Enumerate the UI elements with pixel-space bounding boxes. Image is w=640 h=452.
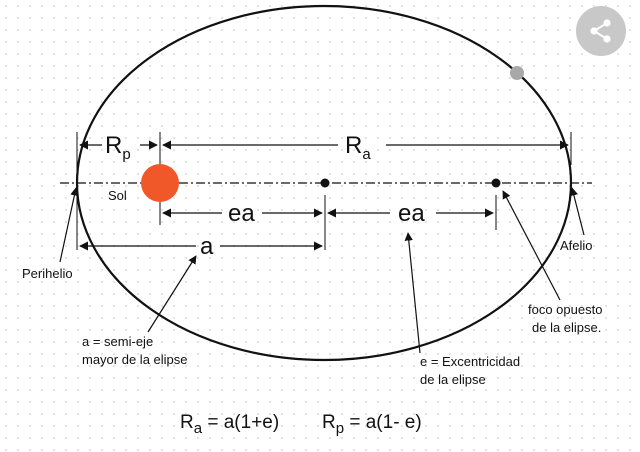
semi-eje-leader: [147, 255, 197, 333]
foco-leader: [502, 190, 561, 301]
semi-eje-label-line2: mayor de la elipse: [82, 352, 188, 367]
sol-label: Sol: [108, 188, 127, 203]
sun-marker: [141, 164, 179, 202]
share-button[interactable]: [576, 6, 626, 56]
ra-label: Ra: [345, 132, 371, 163]
center-point: [320, 178, 330, 188]
excentricidad-label-line2: de la elipse: [420, 372, 486, 387]
rp-label: Rp: [105, 132, 131, 163]
excentricidad-label-line1: e = Excentricidad: [420, 354, 520, 369]
foco-label-line2: de la elipse.: [532, 320, 601, 335]
perihelio-label: Perihelio: [22, 266, 73, 281]
share-icon: [590, 19, 611, 43]
afelio-leader: [569, 187, 585, 236]
formula-ra: Ra = a(1+e): [180, 412, 279, 437]
formula-rp: Rp = a(1- e): [322, 412, 422, 437]
foco-label-line1: foco opuesto: [528, 302, 602, 317]
opposite-focus-point: [491, 178, 501, 188]
perihelio-leader: [59, 187, 79, 263]
ea-left-label: ea: [228, 200, 255, 227]
excentricidad-leader: [404, 232, 421, 354]
planet-marker: [510, 66, 524, 80]
afelio-label: Afelio: [560, 238, 593, 253]
semi-eje-label-line1: a = semi-eje: [82, 334, 153, 349]
ea-right-label: ea: [398, 200, 425, 227]
a-label: a: [200, 233, 214, 260]
